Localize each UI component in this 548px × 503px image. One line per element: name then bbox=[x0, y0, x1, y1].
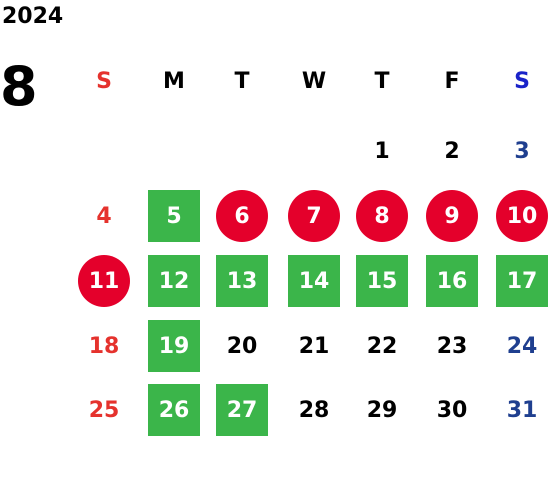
day-cell[interactable]: 29 bbox=[366, 397, 398, 423]
day-cell[interactable]: 1 bbox=[374, 138, 390, 164]
day-cell[interactable]: 9 bbox=[426, 190, 478, 242]
day-cell[interactable]: 3 bbox=[514, 138, 530, 164]
day-cell[interactable]: 31 bbox=[506, 397, 538, 423]
day-cell[interactable]: 16 bbox=[426, 255, 478, 307]
day-cell[interactable]: 19 bbox=[148, 320, 200, 372]
day-cell[interactable]: 28 bbox=[298, 397, 330, 423]
day-cell[interactable]: 27 bbox=[216, 384, 268, 436]
day-cell[interactable]: 23 bbox=[436, 333, 468, 359]
day-cell[interactable]: 26 bbox=[148, 384, 200, 436]
year-label: 2024 bbox=[2, 4, 64, 29]
weekday-header: F bbox=[444, 68, 460, 94]
day-cell[interactable]: 2 bbox=[444, 138, 460, 164]
day-cell[interactable]: 18 bbox=[88, 333, 120, 359]
weekday-header: T bbox=[234, 68, 250, 94]
day-cell[interactable]: 24 bbox=[506, 333, 538, 359]
day-cell[interactable]: 15 bbox=[356, 255, 408, 307]
day-cell[interactable]: 30 bbox=[436, 397, 468, 423]
day-cell[interactable]: 14 bbox=[288, 255, 340, 307]
day-cell[interactable]: 21 bbox=[298, 333, 330, 359]
weekday-header: W bbox=[301, 68, 327, 94]
day-cell[interactable]: 22 bbox=[366, 333, 398, 359]
month-number: 8 bbox=[0, 55, 38, 118]
day-cell[interactable]: 11 bbox=[78, 255, 130, 307]
day-cell[interactable]: 6 bbox=[216, 190, 268, 242]
day-cell[interactable]: 20 bbox=[226, 333, 258, 359]
day-cell[interactable]: 4 bbox=[96, 203, 112, 229]
weekday-header: S bbox=[96, 68, 112, 94]
day-cell[interactable]: 13 bbox=[216, 255, 268, 307]
day-cell[interactable]: 7 bbox=[288, 190, 340, 242]
weekday-header: T bbox=[374, 68, 390, 94]
day-cell[interactable]: 12 bbox=[148, 255, 200, 307]
day-cell[interactable]: 17 bbox=[496, 255, 548, 307]
weekday-header: S bbox=[514, 68, 530, 94]
weekday-header: M bbox=[163, 68, 185, 94]
day-cell[interactable]: 10 bbox=[496, 190, 548, 242]
day-cell[interactable]: 8 bbox=[356, 190, 408, 242]
day-cell[interactable]: 5 bbox=[148, 190, 200, 242]
day-cell[interactable]: 25 bbox=[88, 397, 120, 423]
